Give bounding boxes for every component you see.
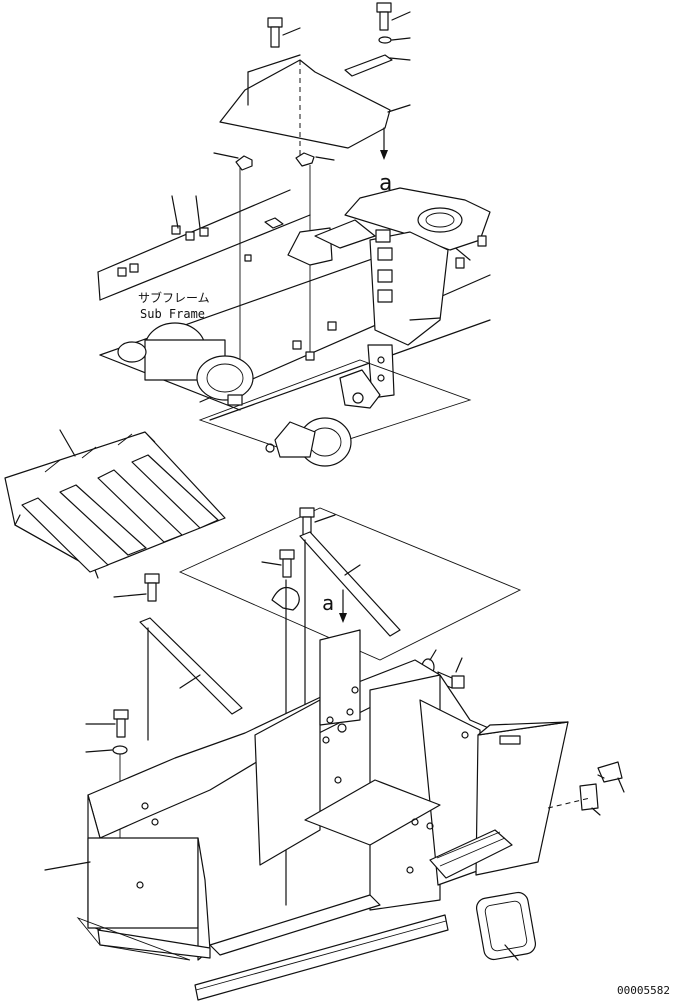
main-frame-box (87, 629, 506, 961)
leader-bolt-lower-left (113, 593, 147, 598)
leader-rail-block-1 (171, 195, 179, 229)
stay-right (299, 531, 401, 637)
horn-cylinder (117, 322, 254, 406)
leader-stay-left (179, 674, 201, 689)
leader-bolt-lower-center (314, 514, 336, 523)
hanger-bracket (198, 344, 472, 456)
leader-rubber-pad (504, 944, 519, 961)
bolt-top-left (267, 17, 283, 48)
leader-washer-top-right (391, 37, 411, 41)
mount-bracket-column (314, 187, 491, 346)
washer-top-right (378, 36, 392, 44)
leader-washer-right (429, 649, 437, 661)
grille-panel (4, 431, 226, 579)
leader-rail-block-2 (195, 195, 201, 229)
bolt-lower-mid (279, 549, 295, 578)
arrow-a-top-head (380, 150, 388, 160)
dashed-guide-far-right (547, 797, 591, 809)
sub-frame-label-en: Sub Frame (140, 307, 205, 321)
drawing-number: 00005582 (617, 984, 670, 997)
sub-frame-label-jp: サブフレーム (138, 290, 210, 305)
strip-plate-top (344, 54, 393, 77)
leader-washer-far-left (85, 749, 113, 753)
bolt-top-right (376, 2, 392, 31)
leader-strip-plate (389, 57, 411, 61)
rail-blocks (117, 225, 337, 361)
leader-bolt-top-left (282, 27, 301, 36)
leader-bolt-far-right (617, 777, 625, 793)
stay-left (139, 617, 243, 715)
bolt-far-right (597, 761, 623, 783)
clip-left (213, 152, 253, 171)
washer-far-left (112, 745, 128, 755)
leader-cover-plate (387, 104, 411, 113)
bracket-far-right (579, 783, 599, 811)
leader-bracket-far-right (591, 807, 601, 816)
step-ladder (429, 829, 513, 879)
leader-grille (59, 429, 76, 457)
guide-plane-lower (178, 507, 522, 661)
cover-plate-top (219, 59, 391, 149)
bottom-bar (76, 894, 449, 1001)
leader-main-frame (44, 861, 91, 871)
cover-plate-bracket-top (247, 54, 301, 73)
leader-stay-right (344, 564, 361, 576)
horn-lower (265, 417, 352, 467)
arrow-a-lower-label: a (322, 591, 334, 615)
arrow-a-lower-head (339, 613, 347, 623)
arrow-a-top-label: a (379, 171, 392, 196)
leader-bolt-lower-mid (261, 561, 282, 566)
bolt-lower-left (144, 573, 160, 602)
rubber-pad (475, 891, 537, 961)
leader-bolt-top-right (391, 11, 411, 21)
leader-bolt-right-side (455, 657, 463, 673)
rail-bracket-small (264, 217, 284, 229)
clip-right (295, 152, 335, 167)
bolt-lower-far-left (113, 709, 129, 738)
bolt-lower-center (299, 507, 315, 536)
